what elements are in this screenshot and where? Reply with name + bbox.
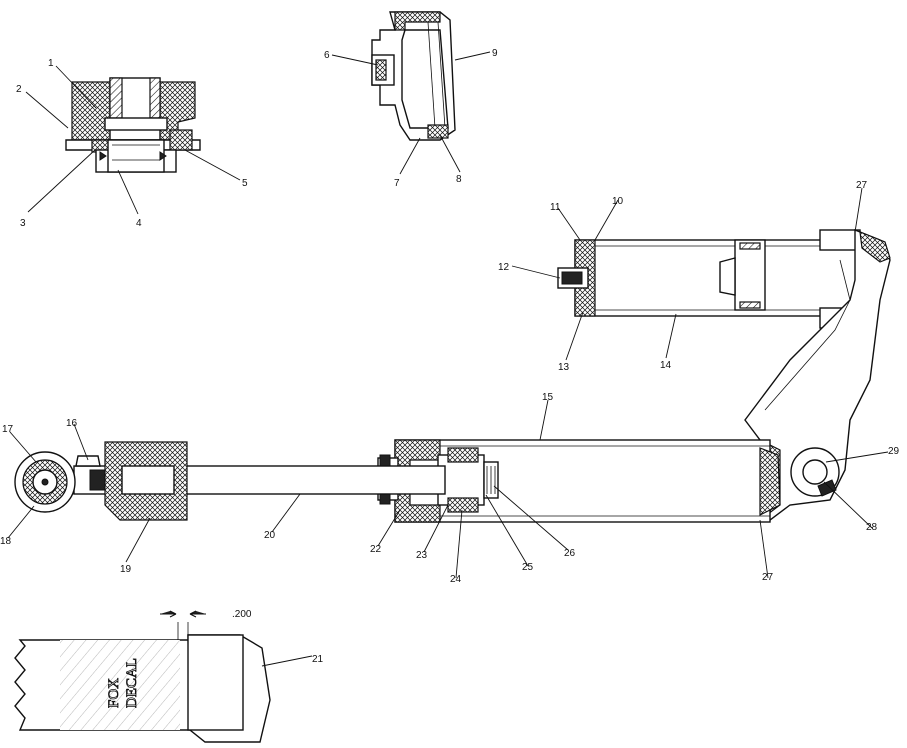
callout-29: 29 (888, 446, 900, 457)
callout-7: 7 (394, 178, 400, 189)
body-cap-arm (737, 228, 891, 521)
callout-4: 4 (136, 218, 142, 229)
callout-1: 1 (48, 58, 54, 69)
bushing-assembly (65, 77, 201, 173)
callout-28: 28 (866, 522, 878, 533)
decal-text-line2: DECAL (124, 658, 140, 708)
callout-10: 10 (612, 196, 624, 207)
callout-11: 11 (550, 202, 561, 213)
callout-3: 3 (20, 218, 26, 229)
shaft-assembly (14, 441, 446, 521)
callout-16: 16 (66, 418, 78, 429)
callout-labels: 1 2 3 4 5 6 7 8 9 10 11 12 13 14 15 16 1… (0, 48, 900, 665)
callout-9: 9 (492, 48, 498, 59)
callout-25: 25 (522, 562, 534, 573)
callout-14: 14 (660, 360, 672, 371)
callout-6: 6 (324, 50, 330, 61)
callout-27-bottom: 27 (762, 572, 774, 583)
callout-12: 12 (498, 262, 510, 273)
decal-detail (14, 610, 271, 743)
callout-26: 26 (564, 548, 576, 559)
decal-text-line1: FOX (106, 678, 122, 708)
shock-body (377, 439, 781, 523)
callout-20: 20 (264, 530, 276, 541)
dimension-label: .200 (232, 609, 252, 620)
callout-13: 13 (558, 362, 570, 373)
callout-19: 19 (120, 564, 132, 575)
leader-lines (7, 51, 889, 667)
callout-8: 8 (456, 174, 462, 185)
callout-22: 22 (370, 544, 382, 555)
callout-5: 5 (242, 178, 248, 189)
callout-21: 21 (312, 654, 324, 665)
piston-cap-assembly (371, 11, 456, 141)
decal-text: FOX DECAL (106, 658, 141, 709)
callout-17: 17 (2, 424, 14, 435)
reservoir-assembly (557, 229, 866, 329)
callout-23: 23 (416, 550, 428, 561)
callout-27-top: 27 (856, 180, 868, 191)
callout-18: 18 (0, 536, 12, 547)
callout-24: 24 (450, 574, 462, 585)
callout-2: 2 (16, 84, 22, 95)
callout-15: 15 (542, 392, 554, 403)
